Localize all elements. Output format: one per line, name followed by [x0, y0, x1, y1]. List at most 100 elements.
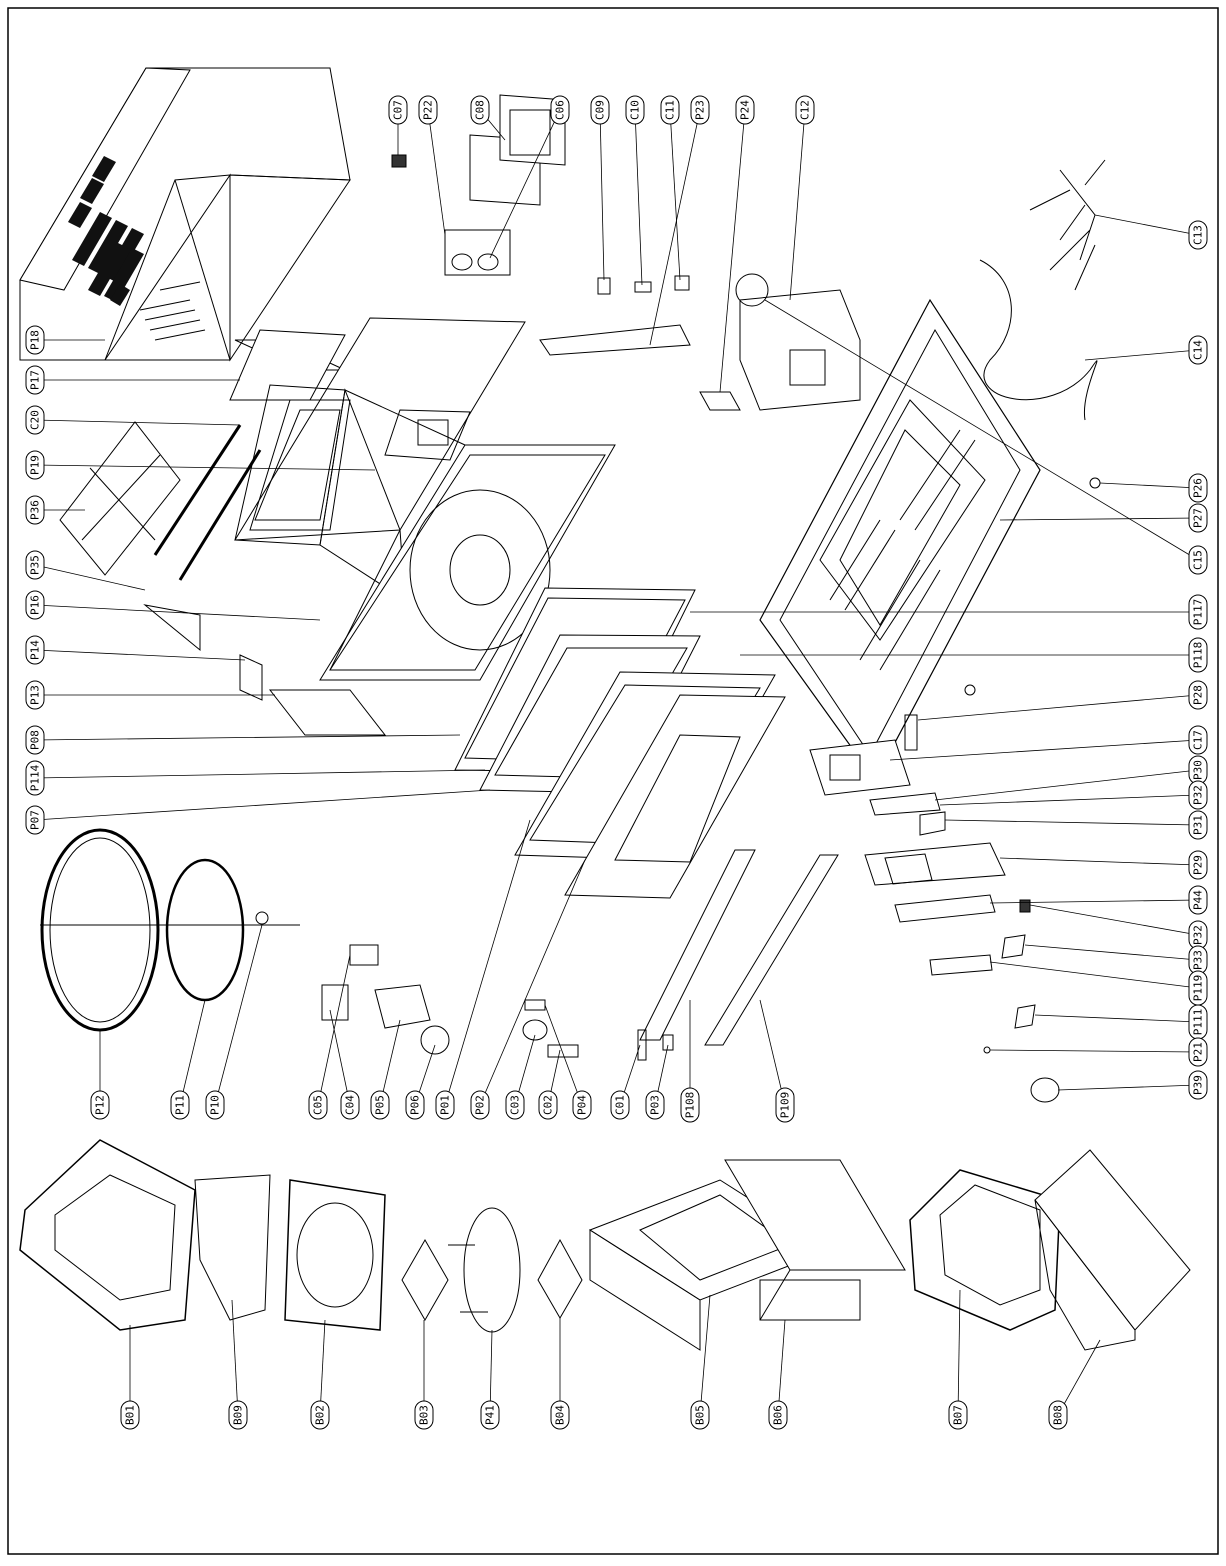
glass-tray-p12 [40, 828, 160, 1032]
bracket-p31 [919, 811, 946, 836]
callout-p117: P117 [1188, 594, 1208, 630]
callout-p06: P06 [405, 1090, 425, 1120]
leader-p10 [214, 924, 263, 1106]
leader-p11 [179, 999, 206, 1106]
callout-label: P28 [1192, 685, 1205, 705]
sheet-p13 [268, 689, 387, 736]
leader-c11 [669, 109, 681, 281]
capacitor-c06 [451, 253, 499, 271]
callout-p18: P18 [25, 325, 45, 355]
callout-p30: P30 [1188, 755, 1208, 785]
film-p41 [463, 1207, 521, 1333]
leader-p109 [759, 999, 786, 1106]
part-p04 [524, 999, 546, 1011]
callout-b02: B02 [310, 1400, 330, 1430]
leader-c20 [34, 419, 241, 426]
callout-p17: P17 [25, 365, 45, 395]
switch-c10 [634, 281, 652, 293]
callout-label: P114 [29, 764, 42, 791]
callout-p119: P119 [1188, 970, 1208, 1006]
motor-c15 [735, 273, 769, 307]
callout-b08: B08 [1048, 1400, 1068, 1430]
callout-c20: C20 [25, 405, 45, 435]
callout-p11: P11 [170, 1090, 190, 1120]
sheet-b03 [401, 1238, 449, 1322]
hinge-p14 [239, 654, 263, 701]
callout-p08: P08 [25, 725, 45, 755]
callout-label: P33 [1192, 950, 1205, 970]
foam-b01 [19, 1139, 196, 1331]
leader-p32a [939, 794, 1199, 806]
callout-p01: P01 [435, 1090, 455, 1120]
callout-label: P109 [779, 1092, 792, 1119]
callout-label: C11 [664, 100, 677, 120]
callout-p31: P31 [1188, 810, 1208, 840]
leader-p22 [427, 109, 446, 236]
callout-p108: P108 [680, 1087, 700, 1123]
leader-c12 [789, 109, 806, 301]
callout-label: B01 [124, 1405, 137, 1425]
part-p21 [983, 1046, 991, 1054]
callout-b04: B04 [550, 1400, 570, 1430]
callout-p14: P14 [25, 635, 45, 665]
callout-label: P02 [474, 1095, 487, 1115]
callout-label: C04 [344, 1095, 357, 1115]
rail-p109 [704, 854, 839, 1046]
callout-label: P11 [174, 1095, 187, 1115]
spring-p32 [1019, 899, 1031, 913]
box-b05 [588, 1179, 832, 1351]
fan-p06 [420, 1025, 450, 1055]
motor-bracket-p05 [374, 984, 431, 1029]
callout-label: P111 [1192, 1009, 1205, 1036]
callout-label: P18 [29, 330, 42, 350]
callout-label: P13 [29, 685, 42, 705]
callout-p10: P10 [205, 1090, 225, 1120]
callout-label: B06 [772, 1405, 785, 1425]
callout-p109: P109 [775, 1087, 795, 1123]
callout-label: C08 [474, 100, 487, 120]
callout-label: P06 [409, 1095, 422, 1115]
callout-p16: P16 [25, 590, 45, 620]
coupler-p10 [255, 911, 269, 925]
callout-c12: C12 [795, 95, 815, 125]
callout-p05: P05 [370, 1090, 390, 1120]
callout-label: B04 [554, 1405, 567, 1425]
part-c07 [391, 154, 407, 168]
callout-c08: C08 [470, 95, 490, 125]
callout-c11: C11 [660, 95, 680, 125]
leader-p29 [999, 857, 1199, 866]
part-c05 [349, 944, 379, 966]
callout-p39: P39 [1188, 1070, 1208, 1100]
leader-p31 [944, 819, 1199, 826]
leader-c04 [329, 1009, 351, 1106]
leader-p01 [444, 819, 531, 1106]
leader-p14 [34, 649, 246, 661]
part-c03 [522, 1019, 548, 1041]
part-p111 [1014, 1004, 1036, 1029]
rail-p108 [639, 849, 756, 1041]
box-b06 [724, 1159, 906, 1321]
callout-label: P39 [1192, 1075, 1205, 1095]
callout-p26: P26 [1188, 473, 1208, 503]
callout-label: P05 [374, 1095, 387, 1115]
callout-b01: B01 [120, 1400, 140, 1430]
switch-c09 [597, 277, 611, 295]
leader-p16 [34, 604, 321, 621]
leader-p24 [719, 109, 746, 393]
door-assembly [454, 587, 786, 899]
leader-p33 [1024, 944, 1199, 961]
keypad-p30 [869, 792, 941, 816]
callout-p32a: P32 [1188, 780, 1208, 810]
callout-p36: P36 [25, 495, 45, 525]
leader-c06 [489, 109, 561, 259]
leader-c15 [764, 299, 1199, 561]
latch-board-p23 [539, 324, 691, 356]
callout-p29: P29 [1188, 850, 1208, 880]
leader-p30 [934, 769, 1199, 801]
callout-label: B07 [952, 1405, 965, 1425]
callout-label: C06 [554, 100, 567, 120]
leader-b06 [777, 1319, 786, 1416]
callout-label: C20 [29, 410, 42, 430]
callout-label: P03 [649, 1095, 662, 1115]
